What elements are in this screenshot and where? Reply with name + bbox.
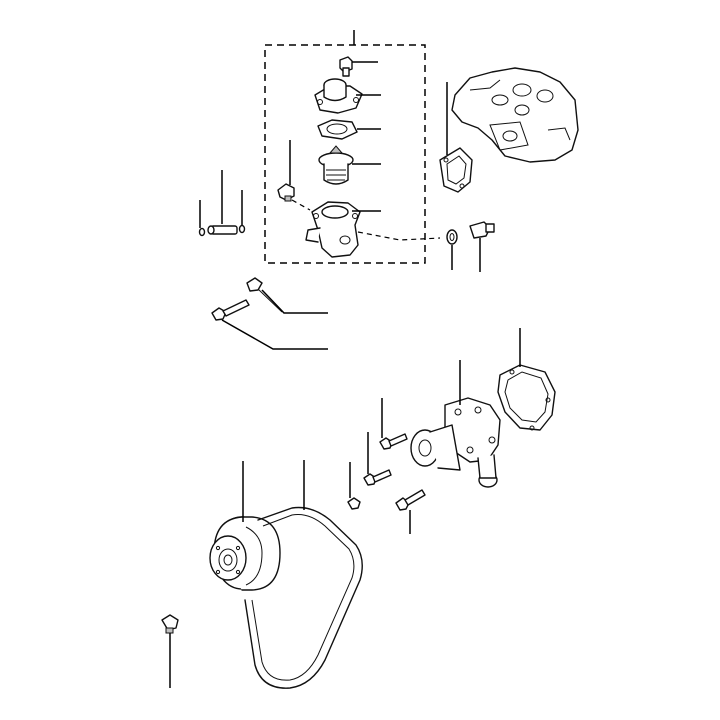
bottom-plug: [161, 614, 179, 688]
pump-bolts: [347, 398, 426, 534]
thermostat: [318, 145, 381, 185]
long-bolt-lower: [211, 299, 328, 350]
water-pump-gasket: [497, 328, 556, 431]
thermostat-housing-bolt: [339, 56, 378, 77]
thermostat-cover: [314, 78, 381, 114]
pipe-fitting: [469, 221, 495, 272]
housing-gasket: [439, 82, 473, 193]
temperature-sensor: [277, 140, 311, 211]
fan-pulley: [209, 461, 281, 591]
thermostat-housing: [305, 201, 441, 258]
long-bolt-upper: [246, 277, 328, 314]
thermostat-gasket: [317, 119, 381, 140]
water-pump: [410, 360, 501, 488]
drain-plug: [198, 170, 246, 237]
engine-block: [451, 67, 579, 163]
thermostat-assembly-box: [264, 30, 426, 264]
hose-clamp-ring: [446, 229, 458, 270]
v-belt: [244, 460, 363, 689]
